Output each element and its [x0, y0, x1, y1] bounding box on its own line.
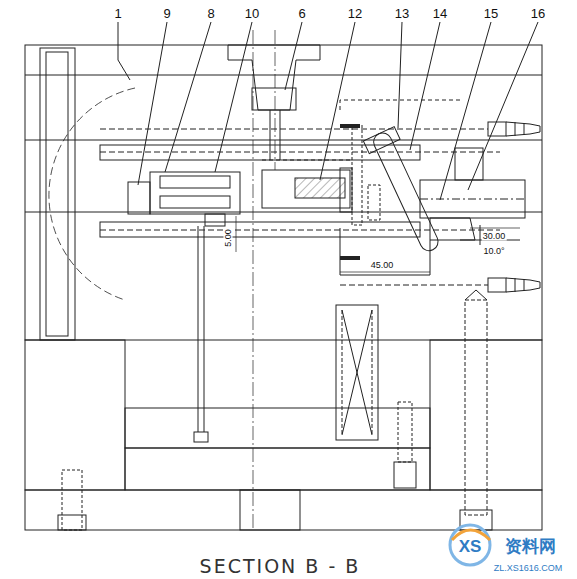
- callout-number: 6: [297, 7, 306, 20]
- callout-number: 1: [113, 7, 122, 20]
- dimension-text: 30.00: [482, 232, 507, 241]
- callout-number: 15: [483, 7, 499, 20]
- watermark: 资料网: [504, 538, 557, 555]
- callout-number: 10: [244, 7, 260, 20]
- callout-number: 13: [394, 7, 410, 20]
- watermark: XS: [458, 538, 483, 555]
- dimension-text: 45.00: [370, 261, 395, 270]
- dimension-text: 10.0°: [482, 247, 505, 256]
- watermark: ZL.XS1616.COM: [493, 564, 564, 573]
- callout-number: 12: [347, 7, 363, 20]
- callout-number: 14: [432, 7, 448, 20]
- callout-number: 16: [530, 7, 546, 20]
- section-caption: SECTION B - B: [199, 557, 362, 576]
- dimension-text: 5.00: [224, 228, 233, 248]
- callout-number: 8: [206, 7, 215, 20]
- callout-number: 9: [162, 7, 171, 20]
- watermark-logo: [450, 525, 490, 565]
